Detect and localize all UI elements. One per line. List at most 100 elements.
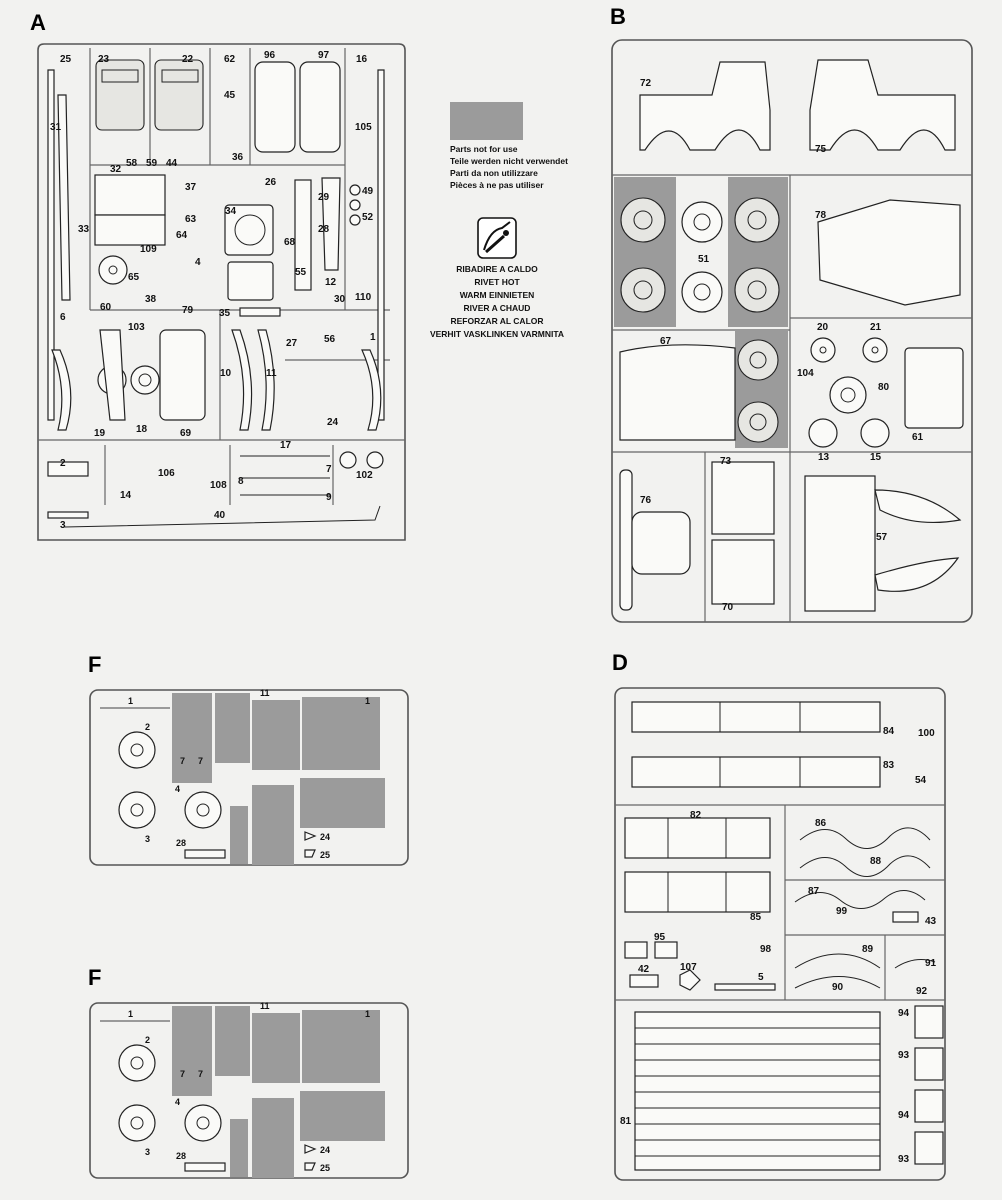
sprue-b: B (610, 4, 973, 623)
part-number-label: 16 (356, 54, 368, 65)
part-number-label: 2 (145, 722, 150, 732)
part-number-label: 43 (925, 916, 937, 927)
part-number-label: 57 (876, 532, 888, 543)
part-number-label: 40 (214, 510, 226, 521)
part-number-label: 106 (158, 468, 175, 479)
legend-line: RIVER A CHAUD (464, 303, 531, 313)
part-number-label: 100 (918, 728, 935, 739)
part-number-label: 37 (185, 182, 197, 193)
part-number-label: 3 (145, 834, 150, 844)
sprue-letter: A (30, 10, 46, 35)
part-number-label: 25 (60, 54, 72, 65)
part-number-label: 87 (808, 886, 820, 897)
not-for-use-swatch (450, 102, 523, 140)
part-number-label: 104 (797, 368, 814, 379)
legend: Parts not for use Teile werden nicht ver… (430, 102, 568, 339)
part-number-label: 26 (265, 177, 277, 188)
part-number-label: 99 (836, 906, 848, 917)
part-number-label: 1 (128, 696, 133, 706)
part-number-label: 103 (128, 322, 145, 333)
part-number-label: 62 (224, 54, 236, 65)
part-number-label: 23 (98, 54, 110, 65)
part-number-label: 49 (362, 186, 374, 197)
part-number-label: 4 (195, 257, 201, 268)
part-number-label: 33 (78, 224, 90, 235)
legend-line: Parts not for use (450, 144, 518, 154)
legend-line: REFORZAR AL CALOR (450, 316, 543, 326)
part-number-label: 7 (198, 756, 203, 766)
sprue-f-2: F 1 11 1 2 7 7 4 3 28 24 25 (88, 965, 409, 1179)
part-number-label: 45 (224, 90, 236, 101)
part-number-label: 97 (318, 50, 330, 61)
part-number-label: 94 (898, 1008, 910, 1019)
part-number-label: 81 (620, 1116, 632, 1127)
part-number-label: 54 (915, 775, 927, 786)
part-number-label: 82 (690, 810, 702, 821)
part-number-label: 15 (870, 452, 882, 463)
part-number-label: 93 (898, 1050, 910, 1061)
part-number-label: 35 (219, 308, 231, 319)
part-number-label: 2 (145, 1035, 150, 1045)
legend-line: RIBADIRE A CALDO (456, 264, 538, 274)
part-number-label: 60 (100, 302, 112, 313)
part-number-label: 7 (326, 464, 332, 475)
part-number-label: 84 (883, 726, 895, 737)
part-number-label: 4 (175, 784, 180, 794)
part-number-label: 52 (362, 212, 374, 223)
part-number-label: 11 (266, 368, 277, 379)
part-number-label: 7 (180, 1069, 185, 1079)
part-number-label: 28 (318, 224, 330, 235)
part-number-label: 110 (355, 292, 372, 303)
part-number-label: 70 (722, 602, 734, 613)
part-number-label: 32 (110, 164, 122, 175)
part-number-label: 83 (883, 760, 895, 771)
part-number-label: 28 (176, 1151, 186, 1161)
part-number-label: 7 (180, 756, 185, 766)
part-number-label: 10 (220, 368, 232, 379)
part-number-label: 31 (50, 122, 62, 133)
part-number-label: 69 (180, 428, 192, 439)
part-number-label: 68 (284, 237, 296, 248)
part-number-label: 65 (128, 272, 140, 283)
part-number-label: 51 (698, 254, 710, 265)
part-number-label: 30 (334, 294, 346, 305)
part-number-label: 63 (185, 214, 197, 225)
part-number-label: 85 (750, 912, 762, 923)
part-number-label: 75 (815, 144, 827, 155)
part-number-label: 2 (60, 458, 66, 469)
legend-line: Pièces à ne pas utiliser (450, 180, 544, 190)
legend-line: Teile werden nicht verwendet (450, 156, 568, 166)
part-number-label: 38 (145, 294, 157, 305)
part-number-label: 7 (198, 1069, 203, 1079)
sprue-letter: D (612, 650, 628, 675)
part-number-label: 93 (898, 1154, 910, 1165)
part-number-label: 96 (264, 50, 276, 61)
part-number-label: 20 (817, 322, 829, 333)
part-number-label: 29 (318, 192, 330, 203)
part-number-label: 90 (832, 982, 844, 993)
part-number-label: 86 (815, 818, 827, 829)
part-number-label: 80 (878, 382, 890, 393)
part-number-label: 25 (320, 850, 330, 860)
part-number-label: 78 (815, 210, 827, 221)
part-number-label: 12 (325, 277, 337, 288)
part-number-label: 25 (320, 1163, 330, 1173)
wheel-set (620, 197, 780, 443)
part-number-label: 44 (166, 158, 178, 169)
part-number-label: 59 (146, 158, 158, 169)
part-number-label: 79 (182, 305, 194, 316)
part-number-label: 24 (320, 1145, 330, 1155)
part-number-label: 102 (356, 470, 373, 481)
part-number-label: 56 (324, 334, 336, 345)
part-number-label: 61 (912, 432, 924, 443)
part-number-label: 4 (175, 1097, 180, 1107)
part-number-label: 18 (136, 424, 148, 435)
part-number-label: 1 (365, 1009, 370, 1019)
part-number-label: 76 (640, 495, 652, 506)
part-number-label: 3 (145, 1147, 150, 1157)
sprue-letter: B (610, 4, 626, 29)
rivet-hot-icon (477, 217, 517, 259)
part-number-label: 108 (210, 480, 227, 491)
part-number-label: 55 (295, 267, 307, 278)
